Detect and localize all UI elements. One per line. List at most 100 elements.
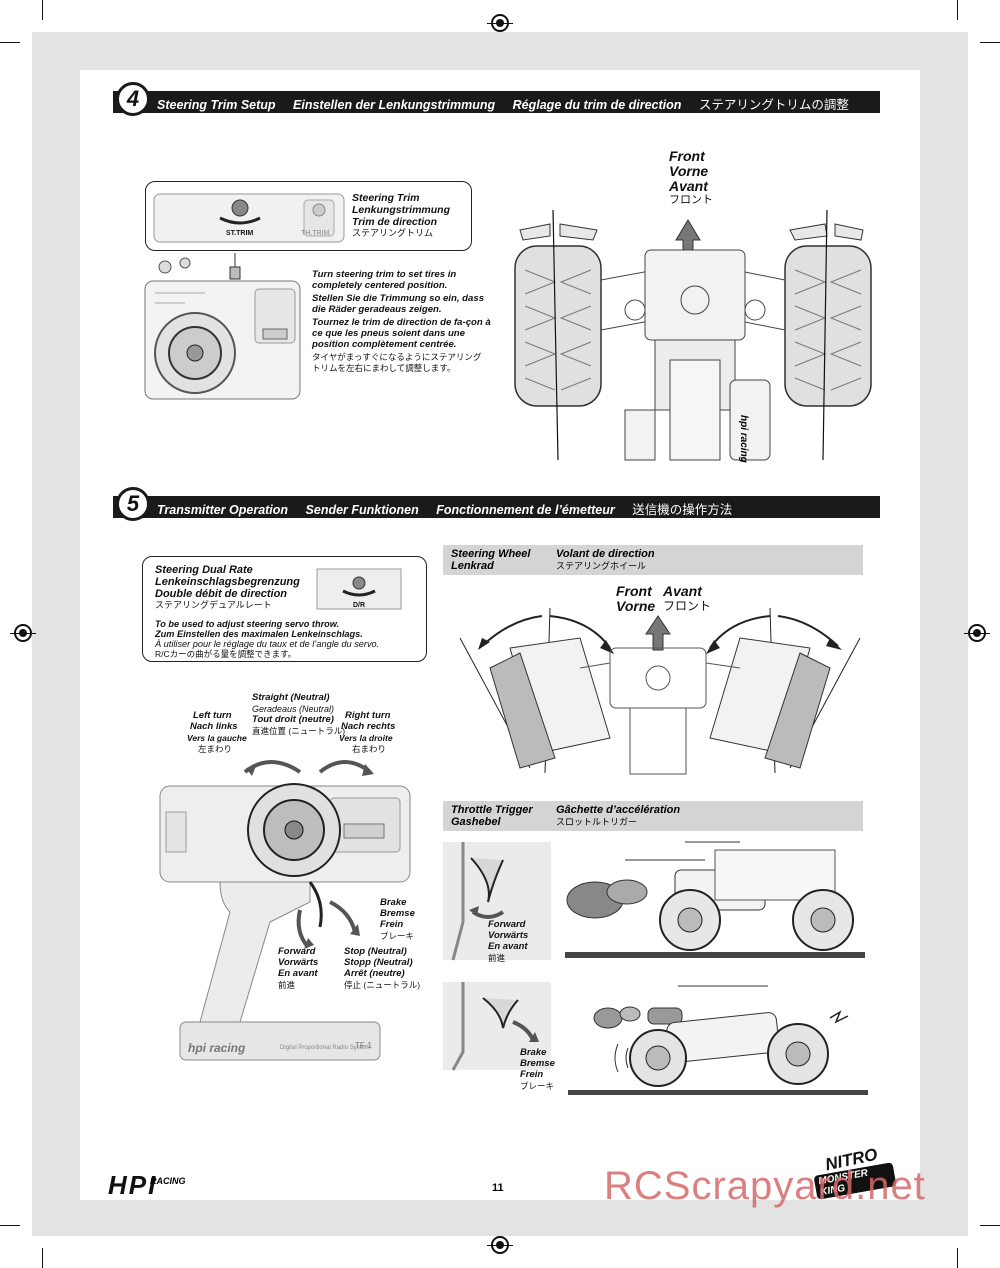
left-turn-fr: Vers la gauche xyxy=(187,733,247,743)
crop-mark xyxy=(0,42,20,43)
front-fr: Avant xyxy=(669,178,708,194)
dual-rate-callout: Steering Dual Rate Lenkeinschlagsbegrenz… xyxy=(142,556,427,662)
title-de: Sender Funktionen xyxy=(305,503,419,517)
dual-rate-knob-illustration xyxy=(316,568,402,610)
stop-jp: 停止 (ニュートラル) xyxy=(344,980,421,990)
brake2-jp: ブレーキ xyxy=(520,1081,555,1091)
transmitter-top-illustration xyxy=(144,253,301,400)
throttle-fr: Gâchette d’accélération xyxy=(556,804,681,816)
dual-rate-desc-de: Zum Einstellen des maximalen Lenkeinschl… xyxy=(155,629,363,639)
stop-fr: Arrêt (neutre) xyxy=(344,968,405,979)
title-en: Steering Trim Setup xyxy=(157,98,276,112)
brake2-fr: Frein xyxy=(520,1069,544,1080)
truck-braking-illustration xyxy=(568,985,868,1095)
crop-mark xyxy=(0,1225,20,1226)
title-jp: ステアリングトリムの調整 xyxy=(698,98,849,112)
title-jp: 送信機の操作方法 xyxy=(632,503,733,517)
registration-mark xyxy=(964,624,990,642)
throttle-band: Throttle Trigger Gashebel Gâchette d’acc… xyxy=(443,801,863,831)
brake2-de: Bremse xyxy=(520,1058,555,1069)
instruction-en: Turn steering trim to set tires in compl… xyxy=(312,269,457,291)
dual-rate-desc-jp: R/Cカーの曲がる量を調整できます。 xyxy=(155,649,297,659)
right-turn-jp: 右まわり xyxy=(352,744,387,754)
front-en-2: Front xyxy=(616,583,652,599)
section-number: 5 xyxy=(116,487,150,521)
page-number: 11 xyxy=(492,1182,504,1194)
straight-en: Straight (Neutral) xyxy=(252,692,330,703)
trim-panel-illustration xyxy=(153,193,345,243)
forward-de: Vorwärts xyxy=(278,957,319,968)
left-turn-de: Nach links xyxy=(190,721,238,732)
forward2-fr: En avant xyxy=(488,941,528,952)
truck-accelerating-illustration xyxy=(565,841,865,958)
dr-knob-label: D/R xyxy=(353,602,366,609)
straight-de: Geradeaus (Neutral) xyxy=(252,704,335,714)
th-trim-label: TH.TRIM xyxy=(301,230,330,237)
steering-wheel-en: Steering Wheel xyxy=(451,548,531,560)
title-fr: Fonctionnement de l’émetteur xyxy=(436,503,615,517)
brake-de: Bremse xyxy=(380,908,415,919)
stop-de: Stopp (Neutral) xyxy=(344,957,413,968)
crop-mark xyxy=(42,0,43,20)
right-turn-en: Right turn xyxy=(345,710,391,721)
callout-jp: ステアリングトリム xyxy=(352,228,434,238)
registration-mark xyxy=(487,1236,513,1254)
section-4-header: 4 Steering Trim Setup Einstellen der Len… xyxy=(113,82,880,116)
front-jp: フロント xyxy=(669,194,713,206)
dual-rate-desc-fr: À utiliser pour le réglage du taux et de… xyxy=(155,639,380,649)
straight-fr: Tout droit (neutre) xyxy=(252,714,334,725)
throttle-en-de: Throttle Trigger Gashebel xyxy=(451,804,533,828)
brake-jp: ブレーキ xyxy=(380,931,415,941)
throttle-fr-jp: Gâchette d’accélération スロットルトリガー xyxy=(556,804,680,828)
crop-mark xyxy=(980,1225,1000,1226)
steering-wheel-jp: ステアリングホイール xyxy=(556,561,647,571)
truck-top-view: hpi racing xyxy=(514,209,872,463)
stop-en: Stop (Neutral) xyxy=(344,946,407,957)
transmitter-illustration: hpi racing Digital Proportional Radio Sy… xyxy=(159,760,411,1061)
registration-mark xyxy=(10,624,36,642)
title-en: Transmitter Operation xyxy=(157,503,289,517)
dual-rate-en: Steering Dual Rate xyxy=(155,564,253,576)
front-en: Front xyxy=(669,148,705,164)
title-fr: Réglage du trim de direction xyxy=(512,98,682,112)
throttle-en: Throttle Trigger xyxy=(451,804,533,816)
brake-en: Brake xyxy=(380,897,407,908)
front-de: Vorne xyxy=(669,163,709,179)
steering-wheel-fr-jp: Volant de direction ステアリングホイール xyxy=(556,548,655,572)
front-jp-2: フロント xyxy=(663,599,712,613)
front-de-2: Vorne xyxy=(616,598,656,614)
section-title: Transmitter Operation Sender Funktionen … xyxy=(157,499,746,518)
brake2-en: Brake xyxy=(520,1047,547,1058)
throttle-jp: スロットルトリガー xyxy=(556,817,638,827)
steering-diagram xyxy=(459,607,861,775)
straight-jp: 直進位置 (ニュートラル) xyxy=(252,726,346,736)
svg-text:hpi racing: hpi racing xyxy=(738,415,749,463)
trigger-brake-illustration xyxy=(443,982,551,1071)
callout-fr: Trim de direction xyxy=(352,216,437,228)
instruction-jp: タイヤがまっすぐになるようにステアリングトリムを左右にまわして調整します。 xyxy=(312,352,482,373)
steering-wheel-band: Steering Wheel Lenkrad Volant de directi… xyxy=(443,545,863,575)
transmitter-brand: hpi racing xyxy=(188,1041,246,1055)
hpi-logo: HPI xyxy=(108,1170,158,1200)
trigger-forward-illustration xyxy=(443,842,551,961)
section-5-header: 5 Transmitter Operation Sender Funktione… xyxy=(113,487,880,521)
crop-mark xyxy=(957,1248,958,1268)
title-de: Einstellen der Lenkungstrimmung xyxy=(293,98,496,112)
instruction-fr: Tournez le trim de direction de fa-çon à… xyxy=(312,317,491,350)
forward2-de: Vorwärts xyxy=(488,930,529,941)
crop-mark xyxy=(980,42,1000,43)
forward-jp: 前進 xyxy=(278,980,296,990)
brake-fr: Frein xyxy=(380,919,404,930)
forward2-jp: 前進 xyxy=(488,953,506,963)
crop-mark xyxy=(42,1248,43,1268)
steering-wheel-en-de: Steering Wheel Lenkrad xyxy=(451,548,530,572)
dual-rate-jp: ステアリングデュアルレート xyxy=(155,600,272,610)
dual-rate-fr: Double débit de direction xyxy=(155,588,288,600)
right-turn-fr: Vers la droite xyxy=(339,733,393,743)
callout-en: Steering Trim xyxy=(352,192,420,204)
forward2-en: Forward xyxy=(488,919,526,930)
forward-en: Forward xyxy=(278,946,316,957)
watermark: RCScrapyard.net xyxy=(604,1164,926,1208)
callout-de: Lenkungstrimmung xyxy=(352,204,451,216)
transmitter-model: TF-1 xyxy=(355,1041,372,1050)
